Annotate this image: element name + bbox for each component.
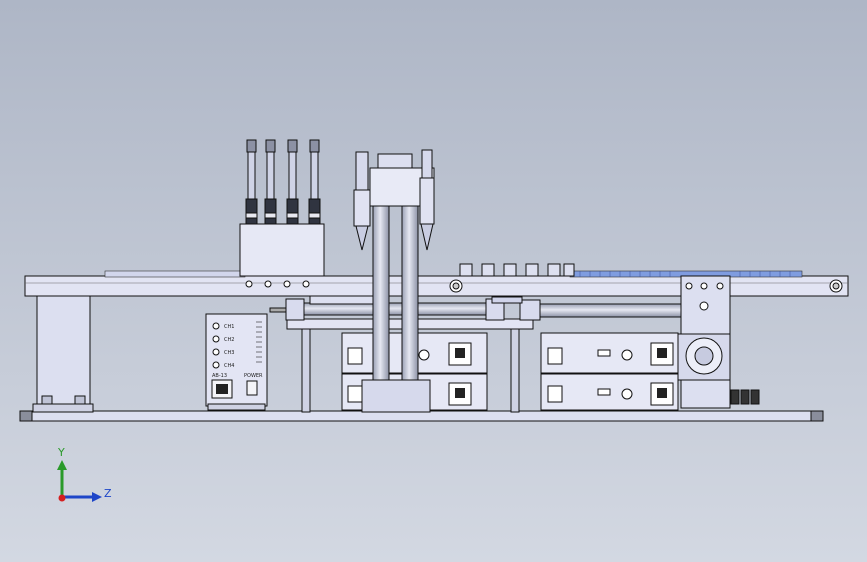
y-axis-arrowhead	[57, 460, 67, 470]
z-axis-label: Z	[104, 487, 112, 500]
dispense-head-carriage	[353, 149, 435, 251]
glue-controller-box: CH1 CH2 CH3 CH4 AB-13 POWER	[205, 313, 268, 411]
z-axis-arrowhead	[92, 492, 102, 502]
dispenser-syringe-4	[308, 139, 321, 225]
y-axis-label: Y	[57, 446, 65, 459]
dispenser-syringe-2	[264, 139, 277, 225]
controller-label-power: AB-13	[212, 373, 227, 379]
valve-manifold-row	[459, 263, 575, 277]
controller-label-switch: POWER	[244, 373, 263, 379]
controller-label-ch3: CH3	[224, 350, 234, 356]
x-axis-dot	[58, 494, 66, 502]
left-support-leg	[32, 277, 94, 413]
controller-label-ch4: CH4	[224, 363, 234, 369]
power-supply-box-4	[540, 373, 679, 411]
drive-motor	[677, 333, 731, 381]
glue-tank-block	[239, 223, 325, 288]
power-supply-box-3	[540, 332, 679, 374]
coordinate-triad: Y Z	[57, 446, 112, 502]
terminal-blocks	[730, 389, 760, 405]
controller-label-ch1: CH1	[224, 324, 234, 330]
horizontal-cylinder	[491, 296, 682, 321]
controller-label-ch2: CH2	[224, 337, 234, 343]
dispenser-syringe-3	[286, 139, 299, 225]
dispenser-syringe-1	[245, 139, 258, 225]
main-rail-beam	[24, 270, 849, 297]
